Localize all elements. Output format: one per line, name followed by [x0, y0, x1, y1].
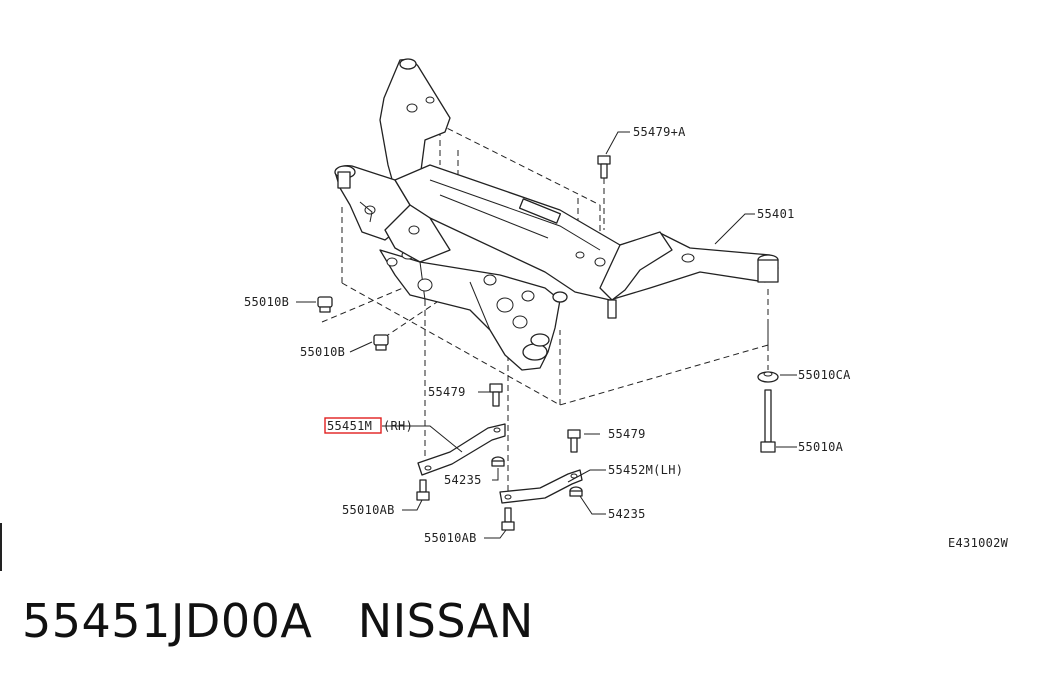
diagram-ref-code: E431002W — [948, 536, 1009, 550]
bolt-55010a — [760, 389, 776, 453]
bracket-55451m-rh — [417, 423, 506, 476]
washer-54235-upper — [491, 456, 505, 467]
brand-name: NISSAN — [357, 594, 534, 648]
bolt-55479-lower — [567, 429, 581, 453]
callout-55010b-lower: 55010B — [300, 345, 345, 359]
callout-55401: 55401 — [757, 207, 795, 221]
left-edge-line — [0, 523, 2, 571]
subframe-55401 — [334, 58, 779, 371]
part-highlight-box — [324, 417, 382, 434]
callout-55010ca: 55010CA — [798, 368, 851, 382]
callout-54235-lower: 54235 — [608, 507, 646, 521]
callout-55010ab-lower: 55010AB — [424, 531, 477, 545]
part-caption: 55451JD00A NISSAN — [22, 594, 534, 648]
callout-55479-lower: 55479 — [608, 427, 646, 441]
leader-lines — [296, 131, 797, 539]
callout-55451m: 55451M — [327, 419, 372, 433]
nut-55010b-upper — [317, 296, 333, 313]
callout-54235-upper: 54235 — [444, 473, 482, 487]
washer-54235-lower — [569, 486, 583, 497]
washer-55010ca — [757, 371, 779, 383]
callout-55479-upper: 55479 — [428, 385, 466, 399]
callout-55010ab-upper: 55010AB — [342, 503, 395, 517]
nut-55010b-lower — [373, 334, 389, 351]
callout-55451m-side: (RH) — [383, 419, 413, 433]
bolt-55010ab-upper — [416, 479, 430, 501]
callout-55452m: 55452M(LH) — [608, 463, 683, 477]
callout-55010a: 55010A — [798, 440, 844, 454]
bracket-55452m-lh — [499, 469, 583, 504]
part-number: 55451JD00A — [22, 594, 313, 648]
bolt-55479-upper — [489, 383, 503, 407]
callout-55010b-upper: 55010B — [244, 295, 289, 309]
callout-55479-a: 55479+A — [633, 125, 686, 139]
bolt-55479a — [597, 155, 611, 179]
bolt-55010ab-lower — [501, 507, 515, 531]
exploded-parts-diagram: 55479+A 55401 55010B 55010B 55479 55451M… — [244, 58, 1009, 550]
